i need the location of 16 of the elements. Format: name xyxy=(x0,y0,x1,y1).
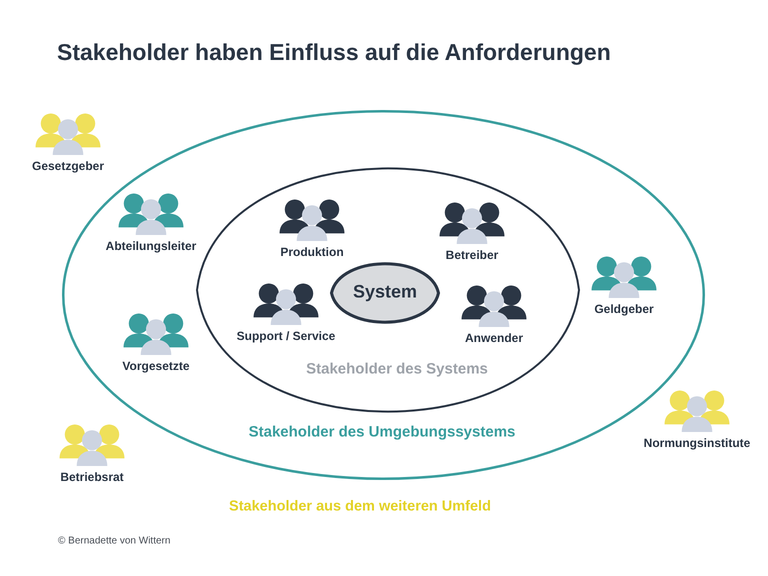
stakeholder-name: Geldgeber xyxy=(594,302,654,316)
stakeholder-name: Vorgesetzte xyxy=(122,359,190,373)
stakeholder-name: Anwender xyxy=(464,331,523,345)
stakeholder-name: Gesetzgeber xyxy=(32,159,104,173)
stakeholder-name: Normungsinstitute xyxy=(644,436,750,450)
region-label: Stakeholder des Systems xyxy=(306,360,488,378)
zone-label: Stakeholder aus dem weiteren Umfeld xyxy=(229,498,491,516)
copyright-note: © Bernadette von Wittern xyxy=(58,535,170,547)
region-label: Stakeholder des Umgebungssystems xyxy=(248,423,516,441)
stakeholder-name: Betriebsrat xyxy=(60,470,124,484)
stakeholder-name: Betreiber xyxy=(446,248,498,262)
stakeholder-name: Support / Service xyxy=(236,329,336,343)
stakeholder-name: Abteilungsleiter xyxy=(106,239,196,253)
stakeholder-name: Produktion xyxy=(280,245,344,259)
system-label: System xyxy=(352,282,418,302)
title: Stakeholder haben Einfluss auf die Anforderungen xyxy=(57,38,611,66)
